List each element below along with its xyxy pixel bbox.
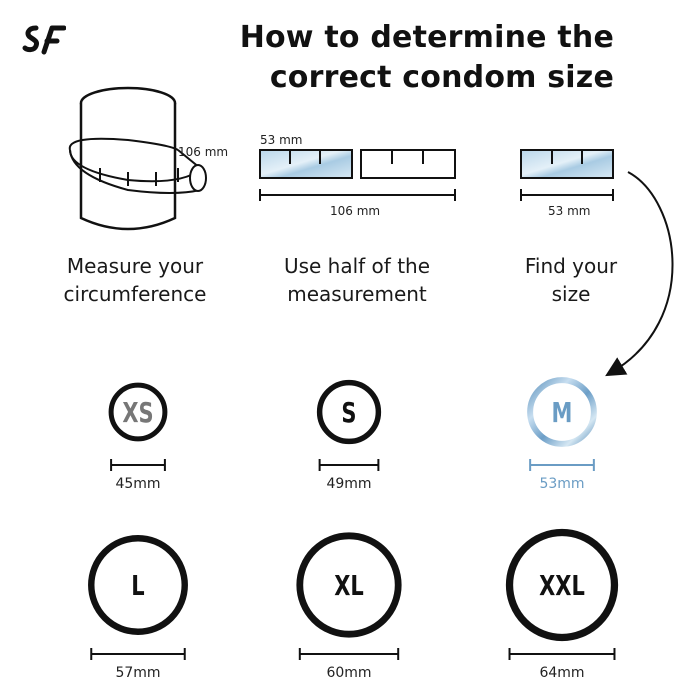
size-circle-s [316,379,382,445]
size-width-label-xl: 60mm [326,665,371,681]
step-1-caption: Measure your circumference [40,252,230,308]
step-2-caption: Use half of the measurement [262,252,452,308]
step-2-line-1: Use half of the [283,254,431,278]
half-tape-illustration [259,149,456,201]
size-width-label-m: 53mm [539,476,584,492]
size-width-label-s: 49mm [326,476,371,492]
size-width-label-l: 57mm [115,665,160,681]
step-3-line-1: Find your [524,254,618,278]
size-circle-xl [296,532,402,638]
size-name-l: L [131,569,145,602]
total-measure-label: 106 mm [330,204,381,218]
circumference-measure-label: 106 mm [178,145,229,159]
size-name-m: M [552,396,573,429]
step-3-line-2: size [551,282,591,306]
size-circle-l [88,535,188,635]
result-tape-illustration [520,149,614,201]
brand-logo [22,25,66,55]
size-name-s: S [341,396,356,429]
result-measure-label: 53 mm [548,204,591,218]
step-2-line-2: measurement [287,282,427,306]
size-name-xxl: XXL [539,569,585,602]
size-circle-m [527,377,597,447]
step-1-line-1: Measure your [66,254,204,278]
size-name-xl: XL [334,569,364,602]
title-line-2: correct condom size [269,60,614,95]
size-width-label-xs: 45mm [115,476,160,492]
title-line-1: How to determine the [239,20,614,55]
size-width-label-xxl: 64mm [539,665,584,681]
tape-measure-cylinder-icon [68,86,207,231]
step-1-line-2: circumference [63,282,207,306]
size-circle-xs [108,382,168,442]
size-circle-xxl [505,528,619,642]
curved-arrow-icon [605,171,674,377]
page-title: How to determine the correct condom size [240,18,614,98]
half-measure-label: 53 mm [260,133,303,147]
step-3-caption: Find your size [476,252,666,308]
size-name-xs: XS [122,396,153,429]
